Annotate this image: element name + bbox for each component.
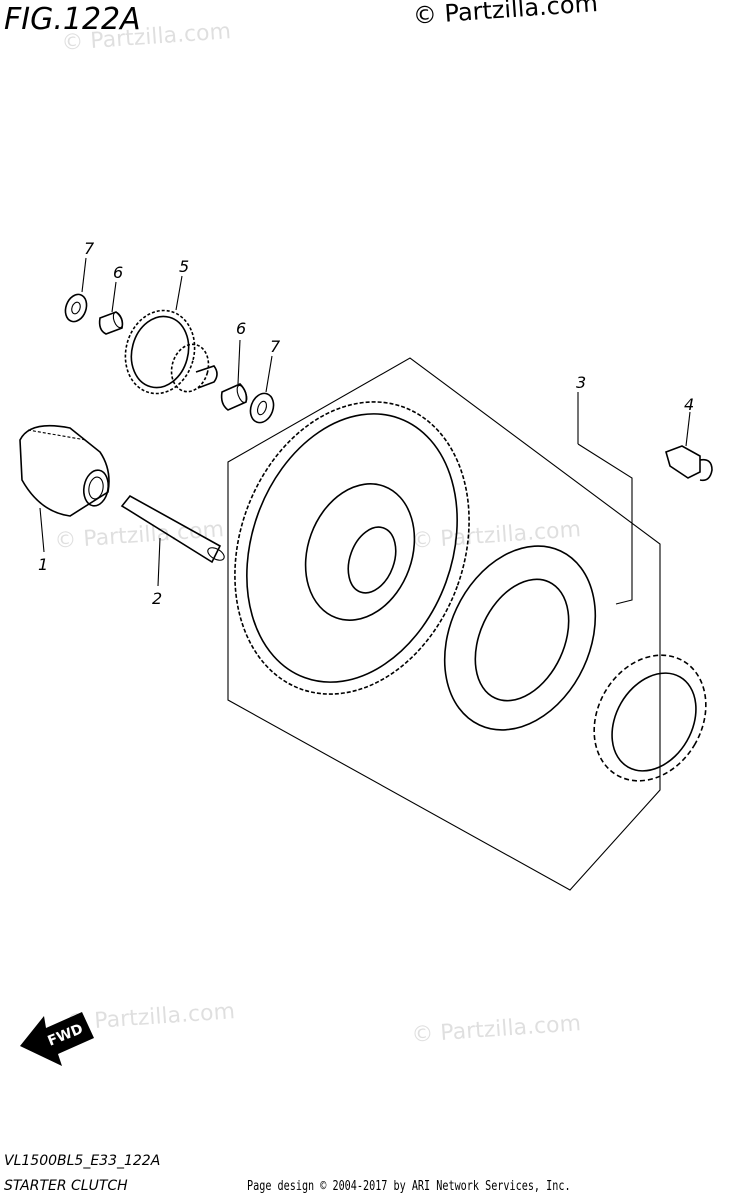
callout-7a: 7 [84,239,95,258]
callout-6b: 6 [236,319,246,338]
watermarks: © Partzilla.com © Partzilla.com © Partzi… [54,19,582,1048]
callout-7b: 7 [270,337,281,356]
callout-6a: 6 [113,263,123,282]
diagram-code: VL1500BL5_E33_122A [4,1153,161,1169]
callout-3: 3 [576,373,586,392]
watermark-bottom-right: © Partzilla.com [411,1011,582,1048]
callout-2: 2 [152,589,162,608]
shaft-part-2 [120,494,225,587]
gear-part-1 [19,424,110,553]
starter-clutch-assembly-part-3 [227,357,707,891]
bolt-part-4 [665,411,713,482]
bushing-part-6-right [220,339,248,411]
figure-title: FIG.122A [4,2,141,37]
callout-5: 5 [179,257,189,276]
fwd-arrow-icon: FWD [20,1012,94,1066]
watermark-mid-left: © Partzilla.com [54,517,225,554]
page-credit: Page design © 2004-2017 by ARI Network S… [247,1179,571,1194]
washer-part-7-top [64,257,88,323]
idle-gear-part-5 [124,275,218,395]
callout-1: 1 [38,555,48,574]
callout-labels: 7 6 5 6 7 3 4 1 2 [38,239,694,608]
section-title: STARTER CLUTCH [4,1178,128,1194]
washer-part-7-right [249,355,275,424]
callout-4: 4 [684,395,694,414]
bushing-part-6-top [98,281,124,335]
